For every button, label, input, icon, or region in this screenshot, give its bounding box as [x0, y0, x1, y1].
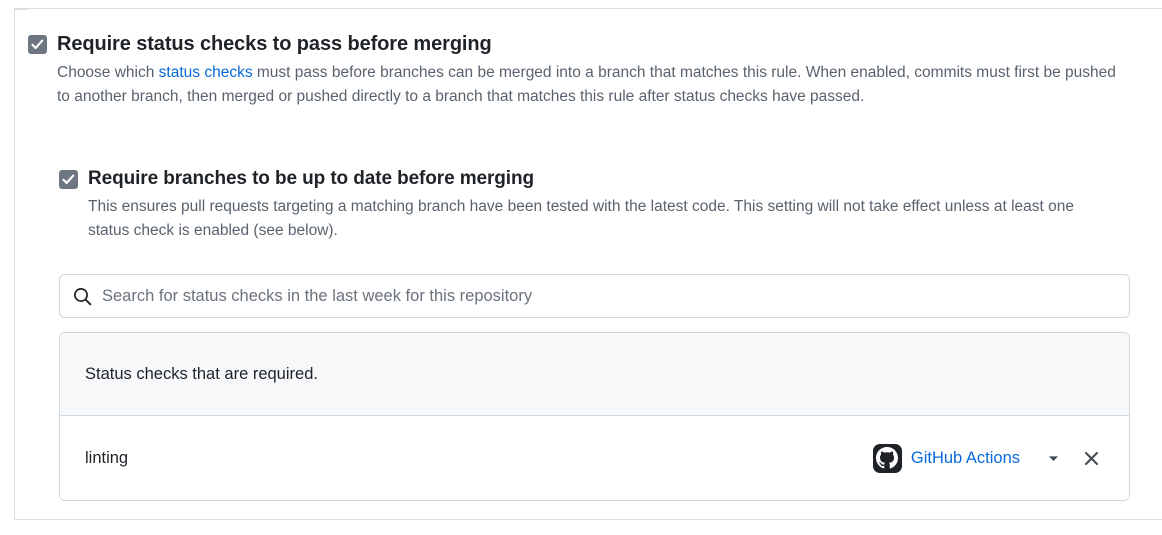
- github-mark-icon: [872, 443, 902, 473]
- search-input[interactable]: [102, 286, 1117, 306]
- rule-description-suffix: must pass before branches can be merged …: [57, 64, 1116, 106]
- checks-panel-header-text: Status checks that are required.: [85, 364, 318, 383]
- chevron-down-icon[interactable]: [1042, 447, 1064, 469]
- checkmark-icon: [62, 174, 75, 185]
- require-status-checks-checkbox[interactable]: [28, 35, 47, 54]
- close-icon[interactable]: [1078, 445, 1104, 471]
- status-check-name: linting: [85, 448, 129, 467]
- rule-header-row: Require branches to be up to date before…: [59, 167, 1089, 191]
- frame-top-divider: [15, 9, 29, 10]
- status-check-actions: GitHub Actions: [872, 443, 1104, 473]
- rule-require-status-checks: Require status checks to pass before mer…: [28, 32, 1118, 109]
- checkmark-icon: [31, 39, 44, 50]
- rule-title: Require status checks to pass before mer…: [57, 33, 492, 55]
- rule-header-row: Require status checks to pass before mer…: [28, 32, 1118, 57]
- status-check-source-link[interactable]: GitHub Actions: [910, 448, 1020, 467]
- checks-panel-header: Status checks that are required.: [60, 333, 1129, 416]
- status-checks-search-box[interactable]: [59, 274, 1130, 318]
- rule-description: Choose which status checks must pass bef…: [57, 61, 1117, 109]
- status-check-row: linting GitHub Actions: [60, 416, 1129, 500]
- required-status-checks-panel: Status checks that are required. linting…: [59, 332, 1130, 501]
- status-checks-link[interactable]: status checks: [158, 64, 253, 81]
- rule-description-prefix: Choose which: [57, 64, 159, 81]
- require-branches-up-to-date-checkbox[interactable]: [59, 170, 78, 189]
- search-icon: [72, 286, 92, 306]
- rule-title: Require branches to be up to date before…: [88, 168, 534, 189]
- rule-description: This ensures pull requests targeting a m…: [88, 197, 1074, 239]
- rule-require-branches-up-to-date: Require branches to be up to date before…: [59, 167, 1089, 243]
